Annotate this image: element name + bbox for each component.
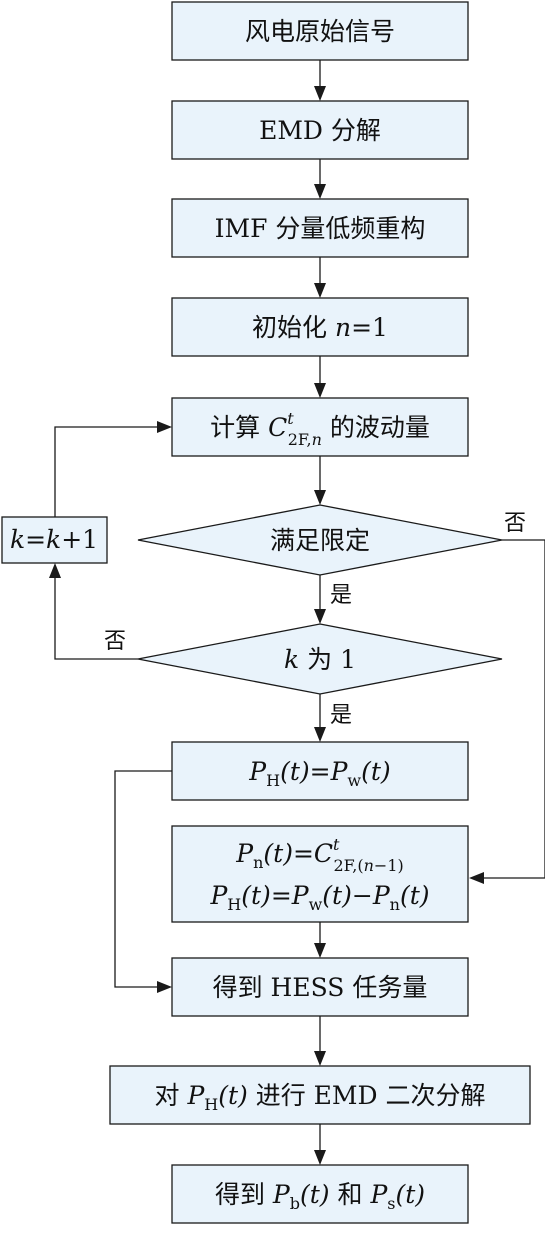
node-ph-equals-pw-text: PH(t)=Pw(t) — [248, 757, 390, 790]
arrow-head — [314, 609, 326, 624]
arrow-head — [314, 383, 326, 398]
decision-k-text: k 为 1 — [284, 645, 356, 674]
node-ph-line: PH(t)=Pw(t)−Pn(t) — [209, 881, 429, 914]
node-final: 得到 Pb(t) 和 Ps(t) — [171, 1164, 469, 1224]
arrow-head — [314, 1150, 326, 1165]
node-imf: IMF 分量低频重构 — [171, 198, 469, 258]
arrow-head — [314, 727, 326, 742]
label-no-left: 否 — [104, 629, 126, 654]
label-yes-1: 是 — [330, 583, 352, 608]
decision-k: k 为 1 — [137, 623, 503, 695]
node-secondary-emd-text: 对 PH(t) 进行 EMD 二次分解 — [154, 1081, 485, 1114]
node-init-text: 初始化 n=1 — [252, 313, 388, 342]
arrow-head — [314, 184, 326, 199]
label-no-right: 否 — [504, 511, 526, 536]
arrow-head — [49, 563, 61, 578]
node-secondary-emd: 对 PH(t) 进行 EMD 二次分解 — [109, 1065, 531, 1125]
node-emd: EMD 分解 — [171, 100, 469, 160]
node-raw-signal: 风电原始信号 — [171, 1, 469, 61]
node-raw-signal-text: 风电原始信号 — [245, 17, 395, 46]
arrow-head — [314, 283, 326, 298]
node-imf-text: IMF 分量低频重构 — [215, 214, 426, 243]
arrow-head — [314, 86, 326, 101]
connectors — [49, 60, 545, 1165]
decision-constraint-text: 满足限定 — [270, 526, 370, 555]
arrow-head — [157, 981, 172, 993]
node-increment-k: k=k+1 — [1, 516, 108, 564]
node-init: 初始化 n=1 — [171, 297, 469, 357]
arrow-head — [469, 872, 484, 884]
decision-constraint: 满足限定 — [137, 504, 503, 576]
arrow-head — [314, 490, 326, 505]
node-final-text: 得到 Pb(t) 和 Ps(t) — [215, 1180, 425, 1213]
arrow-head — [314, 1051, 326, 1066]
arrow-head — [314, 943, 326, 958]
label-yes-2: 是 — [330, 703, 352, 728]
node-hess-text: 得到 HESS 任务量 — [213, 973, 428, 1002]
arrow-head — [157, 421, 172, 433]
node-increment-k-text: k=k+1 — [10, 525, 98, 554]
node-ph-equals-pw: PH(t)=Pw(t) — [171, 741, 469, 801]
node-hess: 得到 HESS 任务量 — [171, 957, 469, 1017]
node-emd-text: EMD 分解 — [259, 116, 381, 145]
